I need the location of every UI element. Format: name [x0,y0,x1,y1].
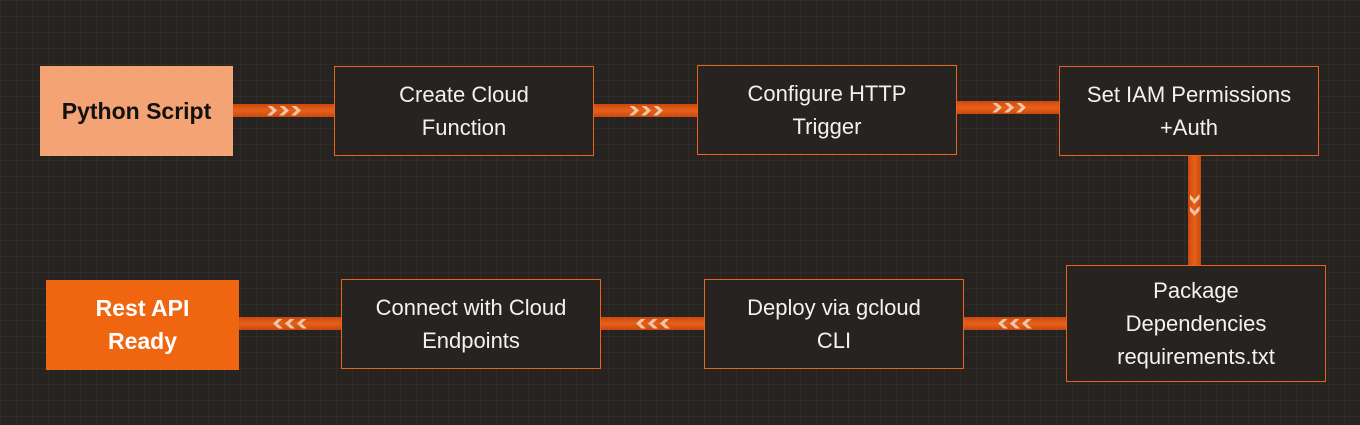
chevron-down-icon [1189,194,1200,204]
chevron-down-icon [1189,206,1200,216]
connector-iam-to-package [1188,156,1201,265]
node-connect-endpoints: Connect with Cloud Endpoints [341,279,601,369]
node-package-dependencies-label: Package Dependencies requirements.txt [1117,278,1275,369]
node-deploy-gcloud-label: Deploy via gcloud CLI [747,295,921,353]
connector-python-to-create [233,104,334,117]
connector-deploy-to-connect [601,317,704,330]
node-deploy-gcloud: Deploy via gcloud CLI [704,279,964,369]
node-rest-api-ready-label: Rest API Ready [95,295,190,354]
node-set-iam-permissions-label: Set IAM Permissions +Auth [1086,82,1292,140]
node-python-script: Python Script [40,66,233,156]
node-create-cloud-function: Create Cloud Function [334,66,594,156]
chevron-right-icon [1016,102,1026,113]
chevron-left-icon [285,318,295,329]
chevron-right-icon [629,105,639,116]
connector-configure-to-iam [957,101,1059,114]
node-rest-api-ready: Rest API Ready [46,280,239,370]
chevron-right-icon [267,105,277,116]
chevron-left-icon [1010,318,1020,329]
chevron-left-icon [998,318,1008,329]
node-connect-endpoints-label: Connect with Cloud Endpoints [375,295,567,353]
chevron-right-icon [653,105,663,116]
node-set-iam-permissions: Set IAM Permissions +Auth [1059,66,1319,156]
chevron-left-icon [636,318,646,329]
node-configure-http-trigger-label: Configure HTTP Trigger [747,81,907,139]
chevron-right-icon [1004,102,1014,113]
node-configure-http-trigger: Configure HTTP Trigger [697,65,957,155]
chevron-left-icon [648,318,658,329]
chevron-right-icon [291,105,301,116]
node-python-script-label: Python Script [61,97,212,124]
chevron-left-icon [1022,318,1032,329]
chevron-right-icon [992,102,1002,113]
node-package-dependencies: Package Dependencies requirements.txt [1066,265,1326,382]
chevron-left-icon [660,318,670,329]
node-create-cloud-function-label: Create Cloud Function [399,82,529,140]
connector-create-to-configure [594,104,697,117]
chevron-right-icon [279,105,289,116]
chevron-left-icon [273,318,283,329]
connector-connect-to-rest [239,317,341,330]
chevron-left-icon [297,318,307,329]
chevron-right-icon [641,105,651,116]
connector-package-to-deploy [964,317,1066,330]
